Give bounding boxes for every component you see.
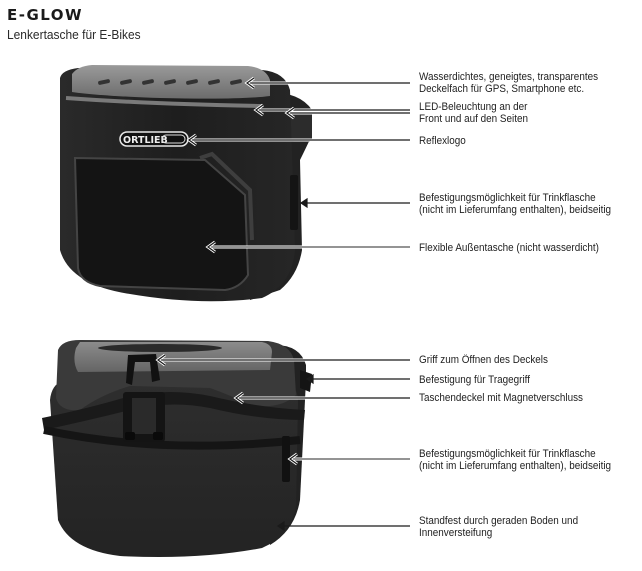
label-line: Taschendeckel mit Magnetverschluss (419, 392, 583, 404)
label-line: Flexible Außentasche (nicht wasserdicht) (419, 242, 599, 254)
label-line: (nicht im Lieferumfang enthalten), beids… (419, 204, 612, 216)
label-line: Standfest durch geraden Boden und (419, 515, 579, 527)
label-line: Reflexlogo (419, 135, 466, 147)
label-line: Befestigungsmöglichkeit für Trinkflasche (419, 192, 596, 204)
label-line: Front und auf den Seiten (419, 113, 528, 125)
label-line: Deckelfach für GPS, Smartphone etc. (419, 83, 585, 95)
label-line: (nicht im Lieferumfang enthalten), beids… (419, 460, 612, 472)
label-line: Innenversteifung (419, 527, 493, 539)
logo-text: ORTLIEB (123, 135, 168, 146)
back-callouts (155, 353, 410, 532)
label-line: LED-Beleuchtung an der (419, 101, 528, 113)
callout-label-bottle-mount-front: Befestigungsmöglichkeit für Trinkflasche… (419, 192, 611, 216)
callout-label-outer-pocket: Flexible Außentasche (nicht wasserdicht) (419, 242, 599, 254)
label-line: Befestigung für Tragegriff (419, 374, 530, 386)
callout-label-flat-base: Standfest durch geraden Boden und Innenv… (419, 515, 578, 539)
callout-label-lid-compartment: Wasserdichtes, geneigtes, transparentes … (419, 71, 598, 95)
callout-label-magnetic-lid: Taschendeckel mit Magnetverschluss (419, 392, 583, 404)
ortlieb-reflex-logo: ORTLIEB (119, 131, 189, 147)
label-line: Griff zum Öffnen des Deckels (419, 354, 548, 366)
product-subtitle: Lenkertasche für E-Bikes (7, 27, 141, 42)
label-line: Befestigungsmöglichkeit für Trinkflasche (419, 448, 596, 460)
callout-label-carry-handle-mount: Befestigung für Tragegriff (419, 374, 530, 386)
bag-back-image (42, 340, 312, 557)
callout-label-led: LED-Beleuchtung an der Front und auf den… (419, 101, 528, 125)
label-line: Wasserdichtes, geneigtes, transparentes (419, 71, 599, 83)
callout-label-bottle-mount-back: Befestigungsmöglichkeit für Trinkflasche… (419, 448, 611, 472)
callout-label-lid-handle: Griff zum Öffnen des Deckels (419, 354, 548, 366)
front-callouts (186, 76, 410, 254)
bag-front-image: ORTLIEB (60, 65, 312, 302)
callout-label-reflex-logo: Reflexlogo (419, 135, 466, 147)
product-title: E-GLOW (7, 6, 84, 24)
